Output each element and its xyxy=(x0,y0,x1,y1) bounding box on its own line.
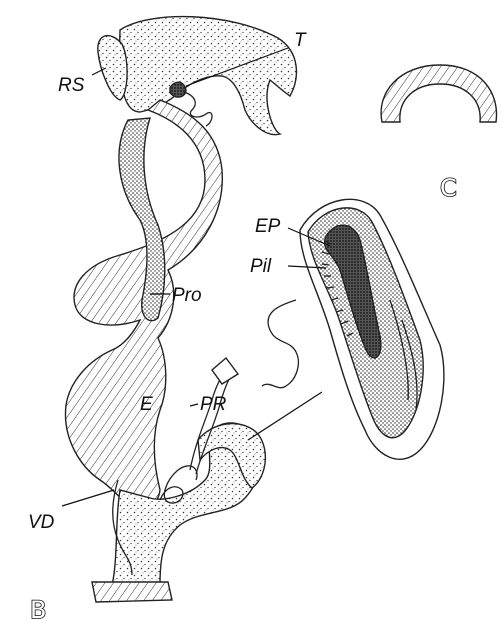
enlarged-section xyxy=(248,199,444,459)
genital-atrium-base xyxy=(92,582,172,602)
section-connector xyxy=(248,392,322,440)
label-pil: Pil xyxy=(250,256,272,277)
panel-label-b: B xyxy=(30,596,46,624)
label-rs: RS xyxy=(58,75,85,96)
label-e: E xyxy=(140,394,153,415)
crescent xyxy=(381,65,496,122)
retractor-attachment xyxy=(212,358,238,384)
panel-label-c: C xyxy=(440,174,457,202)
label-ep: EP xyxy=(255,216,281,237)
talon-knob xyxy=(170,82,186,97)
panel-c-drawing xyxy=(381,65,496,122)
upper-gland xyxy=(120,17,297,135)
label-t: T xyxy=(294,30,307,51)
section-duct xyxy=(262,300,298,388)
panel-b-drawing xyxy=(65,17,296,602)
leader-vd xyxy=(62,490,114,506)
label-pro: Pro xyxy=(172,285,202,306)
label-pr: PR xyxy=(200,394,227,415)
receptaculum-seminis xyxy=(98,36,127,100)
leader-pr xyxy=(190,404,198,406)
label-vd: VD xyxy=(28,512,55,533)
